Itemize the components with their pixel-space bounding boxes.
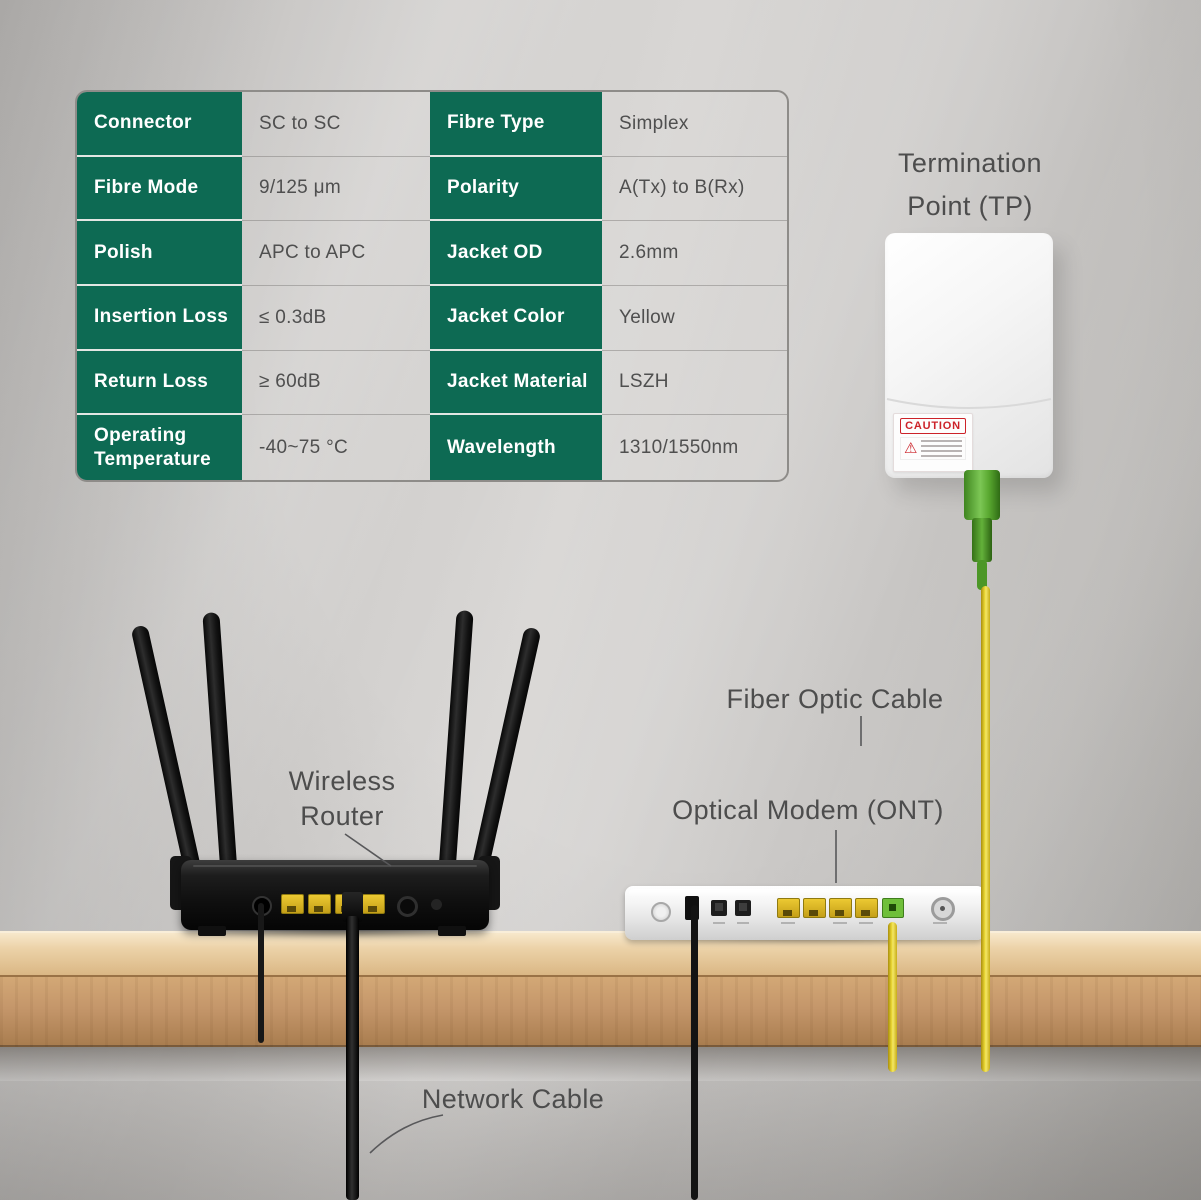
laser-warning-panel: ⚠ bbox=[900, 437, 966, 460]
tp-box-seam bbox=[886, 398, 1052, 409]
modem-lan-port bbox=[855, 898, 878, 918]
port-label-mark bbox=[781, 922, 795, 924]
router-lan-port bbox=[362, 894, 385, 914]
sc-connector-tip bbox=[977, 560, 987, 590]
termination-point-label-line1: Termination bbox=[898, 148, 1042, 178]
router-lan-port bbox=[281, 894, 304, 914]
spec-label: Return Loss bbox=[77, 350, 242, 416]
spec-label: Insertion Loss bbox=[77, 285, 242, 351]
termination-point-label-line2: Point (TP) bbox=[907, 191, 1033, 221]
spec-value: ≥ 60dB bbox=[242, 351, 430, 416]
router-reset-button bbox=[431, 899, 442, 910]
caution-text: CAUTION bbox=[900, 418, 966, 434]
modem-lan-port bbox=[829, 898, 852, 918]
lower-wall-shade bbox=[0, 1081, 1201, 1200]
modem-phone-port bbox=[735, 900, 751, 916]
termination-point-label: Termination Point (TP) bbox=[830, 142, 1110, 228]
spec-value: Yellow bbox=[602, 286, 787, 351]
router-foot bbox=[438, 926, 466, 936]
spec-label: Fibre Type bbox=[430, 92, 602, 157]
spec-value: A(Tx) to B(Rx) bbox=[602, 157, 787, 222]
port-label-mark bbox=[833, 922, 847, 924]
modem-lan-port bbox=[803, 898, 826, 918]
spec-value: 2.6mm bbox=[602, 221, 787, 286]
wireless-router-label-line2: Router bbox=[300, 801, 384, 831]
wireless-router-label: Wireless Router bbox=[257, 764, 427, 834]
modem-coax-port bbox=[931, 897, 955, 921]
network-cable-plug bbox=[342, 892, 363, 922]
fiber-patch-cable bbox=[888, 922, 897, 1072]
spec-value: ≤ 0.3dB bbox=[242, 286, 430, 351]
fine-print-lines bbox=[921, 440, 962, 457]
fiber-optic-cable bbox=[981, 586, 990, 1072]
fiber-optic-cable-label: Fiber Optic Cable bbox=[726, 684, 944, 714]
spec-label: Polish bbox=[77, 221, 242, 286]
router-foot bbox=[198, 926, 226, 936]
network-cable bbox=[346, 916, 359, 1200]
termination-point-box: CAUTION ⚠ bbox=[885, 233, 1053, 478]
spec-value: 1310/1550nm bbox=[619, 436, 739, 458]
shelf-top-surface bbox=[0, 931, 1201, 977]
wireless-router-label-line1: Wireless bbox=[288, 766, 396, 796]
port-label-mark bbox=[713, 922, 725, 924]
spec-value: APC to APC bbox=[242, 221, 430, 286]
spec-label: Polarity bbox=[430, 156, 602, 222]
modem-fiber-port bbox=[882, 898, 904, 918]
router-power-cable bbox=[258, 903, 264, 1043]
spec-label: Connector bbox=[77, 92, 242, 157]
port-label-mark bbox=[859, 922, 873, 924]
router-body bbox=[181, 860, 489, 930]
warning-triangle-icon: ⚠ bbox=[904, 440, 918, 457]
sc-connector-boot bbox=[972, 518, 992, 562]
spec-label: Jacket Material bbox=[430, 350, 602, 416]
modem-power-button bbox=[651, 902, 671, 922]
network-cable-label: Network Cable bbox=[421, 1084, 605, 1114]
spec-value: 9/125 μm bbox=[242, 157, 430, 222]
spec-value: Simplex bbox=[602, 92, 787, 157]
spec-label: Jacket OD bbox=[430, 221, 602, 286]
shelf-under-shadow bbox=[0, 1045, 1201, 1081]
optical-modem bbox=[625, 886, 985, 940]
spec-label: Jacket Color bbox=[430, 285, 602, 351]
spec-value: -40~75 °C bbox=[259, 436, 348, 458]
spec-table: Connector SC to SC Fibre Type Simplex Fi… bbox=[75, 90, 789, 482]
caution-sticker: CAUTION ⚠ bbox=[893, 413, 973, 472]
router-dc-jack bbox=[397, 896, 418, 917]
spec-value: SC to SC bbox=[242, 92, 430, 157]
sc-connector-body bbox=[964, 470, 1000, 520]
spec-value: LSZH bbox=[602, 351, 787, 416]
spec-label: Fibre Mode bbox=[77, 156, 242, 222]
shelf-front-face bbox=[0, 975, 1201, 1047]
modem-phone-port bbox=[711, 900, 727, 916]
optical-modem-label: Optical Modem (ONT) bbox=[672, 795, 944, 825]
spec-label: Wavelength bbox=[430, 415, 602, 480]
spec-label: Operating Temperature bbox=[77, 415, 242, 480]
modem-power-cable bbox=[691, 905, 698, 1200]
port-label-mark bbox=[737, 922, 749, 924]
modem-lan-port bbox=[777, 898, 800, 918]
router-lan-port bbox=[308, 894, 331, 914]
port-label-mark bbox=[933, 922, 947, 924]
